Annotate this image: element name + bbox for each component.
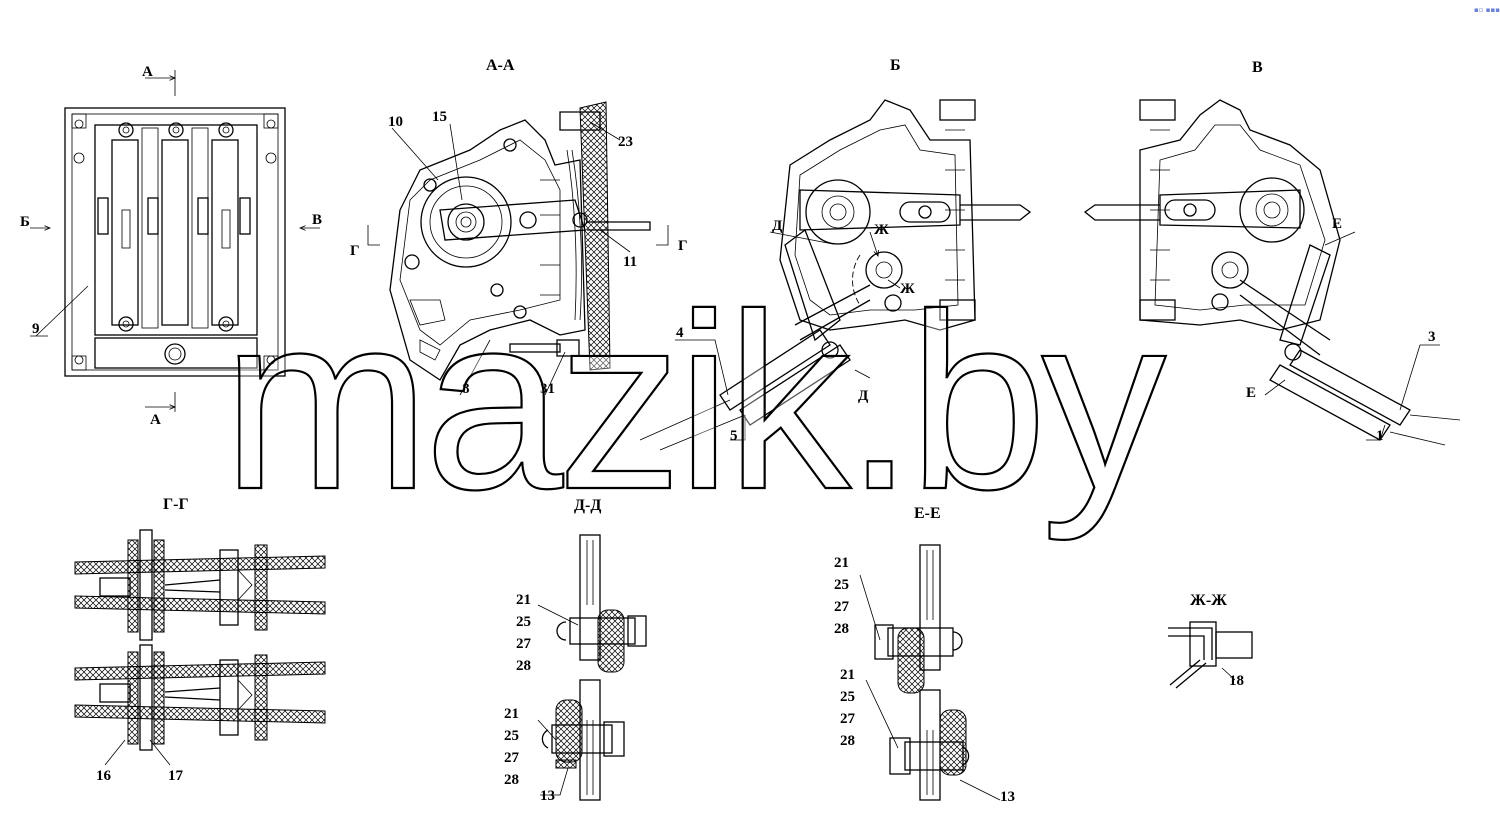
ee-callout-21-bottom: 21: [840, 667, 855, 683]
callout-18: 18: [1229, 673, 1244, 689]
front-contact-columns: [97, 122, 251, 332]
view-title-aa: А-А: [486, 57, 515, 74]
view-marker-b: Б: [20, 214, 30, 230]
ee-callout-28-top: 28: [834, 621, 849, 637]
dd-callout-21-top: 21: [516, 592, 531, 608]
section-dd-view: [537, 534, 647, 801]
section-zhzh-view: [1168, 621, 1253, 689]
ee-callout-28-bottom: 28: [840, 733, 855, 749]
ee-callout-25-bottom: 25: [840, 689, 855, 705]
view-title-b: Б: [890, 57, 901, 74]
ee-callout-21-top: 21: [834, 555, 849, 571]
section-marker-a-bottom: А: [150, 412, 161, 428]
section-marker-d-bottom: Д: [858, 388, 869, 404]
view-v: [1083, 99, 1461, 446]
section-gg-view: [74, 529, 326, 766]
view-title-v: В: [1252, 59, 1263, 76]
view-title-ee: Е-Е: [914, 505, 941, 522]
callout-9: 9: [32, 321, 40, 337]
dd-callout-13: 13: [540, 788, 555, 804]
callout-16: 16: [96, 768, 112, 784]
watermark-text: mazik.by: [222, 262, 1166, 541]
callout-23: 23: [618, 134, 633, 150]
ee-callout-27-bottom: 27: [840, 711, 856, 727]
view-marker-v: В: [312, 212, 322, 228]
section-marker-e-top: Е: [1332, 216, 1342, 232]
front-mount-holes: [71, 113, 279, 371]
section-marker-a-top: А: [142, 64, 153, 80]
section-ee-view: [859, 544, 1001, 801]
callout-17: 17: [168, 768, 184, 784]
view-title-gg: Г-Г: [163, 496, 189, 513]
callout-10: 10: [388, 114, 403, 130]
dd-callout-28-top: 28: [516, 658, 531, 674]
section-marker-e-bottom: Е: [1246, 385, 1256, 401]
callout-11: 11: [623, 254, 637, 270]
dd-callout-28-bottom: 28: [504, 772, 519, 788]
ee-callout-13: 13: [1000, 789, 1015, 805]
section-aa-view: [367, 101, 669, 396]
aa-fins: [540, 179, 560, 296]
section-marker-g-right: Г: [678, 238, 688, 254]
front-view: [30, 70, 320, 412]
callout-31: 31: [540, 381, 555, 397]
view-title-dd: Д-Д: [574, 497, 601, 514]
callout-1: 1: [1376, 428, 1384, 444]
section-marker-d-top: Д: [772, 218, 783, 234]
ee-callout-25-top: 25: [834, 577, 849, 593]
dd-callout-27-bottom: 27: [504, 750, 520, 766]
dd-callout-25-bottom: 25: [504, 728, 519, 744]
section-marker-g-left: Г: [350, 243, 360, 259]
ee-callout-27-top: 27: [834, 599, 850, 615]
view-b: [639, 99, 1032, 451]
corner-mark: ▪▫ ▪▪▪: [1474, 6, 1500, 14]
callout-3: 3: [1428, 329, 1436, 345]
section-marker-zh-bottom: Ж: [900, 281, 915, 297]
dd-callout-21-bottom: 21: [504, 706, 519, 722]
dd-callout-25-top: 25: [516, 614, 531, 630]
view-title-zhzh: Ж-Ж: [1190, 592, 1227, 609]
dd-callout-27-top: 27: [516, 636, 532, 652]
callout-5: 5: [730, 428, 738, 444]
callout-4: 4: [676, 325, 684, 341]
callout-15: 15: [432, 109, 447, 125]
section-marker-zh-top: Ж: [874, 222, 889, 238]
callout-8: 8: [462, 381, 470, 397]
